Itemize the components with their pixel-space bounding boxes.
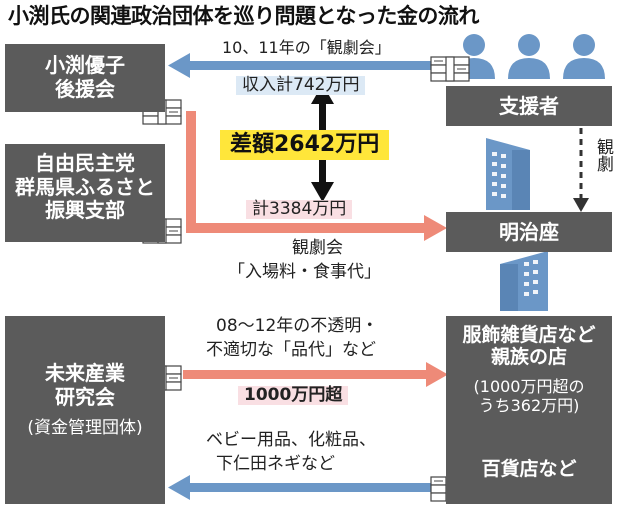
box-label: 明治座 bbox=[499, 220, 559, 244]
box-note: (資金管理団体) bbox=[27, 418, 143, 438]
building-icon bbox=[500, 251, 548, 311]
box-label-line: 研究会 bbox=[55, 384, 115, 409]
label-theater-event: 観劇会 bbox=[292, 238, 343, 258]
arrow-mirai-to-stores bbox=[183, 362, 448, 387]
box-mirai-research: 未来産業 研究会 (資金管理団体) bbox=[5, 316, 165, 504]
label-goods-line1: ベビー用品、化粧品、 bbox=[206, 430, 376, 450]
box-label-line: 自由民主党 bbox=[35, 151, 135, 175]
box-stores: 服飾雑貨店など 親族の店 (1000万円超の うち362万円) 百貨店など bbox=[446, 316, 612, 504]
box-ldp-gunma-branch: 自由民主党 群馬県ふるさと 振興支部 bbox=[5, 144, 165, 242]
label-total: 計3384万円 bbox=[246, 200, 353, 219]
box-label: 百貨店など bbox=[481, 458, 577, 480]
box-note-line: うち362万円) bbox=[478, 395, 580, 415]
box-label-line: 服飾雑貨店など bbox=[462, 324, 596, 346]
box-supporters: 支援者 bbox=[446, 86, 612, 126]
box-label-line: 小渕優子 bbox=[45, 53, 125, 77]
money-bundle-icon bbox=[430, 56, 470, 82]
label-fees: 「入場料・食事代」 bbox=[228, 262, 381, 282]
label-opaque-line1: 08～12年の不透明・ bbox=[216, 316, 379, 336]
label-over-amount: 1000万円超 bbox=[238, 386, 349, 405]
person-icon bbox=[453, 34, 605, 79]
diagram-title: 小渕氏の関連政治団体を巡り問題となった金の流れ bbox=[8, 4, 479, 28]
dashed-arrow-icon bbox=[573, 128, 589, 212]
box-label-line: 親族の店 bbox=[490, 346, 567, 369]
box-label: 支援者 bbox=[499, 94, 559, 118]
box-note-line: (1000万円超の bbox=[473, 377, 585, 396]
building-icon bbox=[486, 138, 530, 210]
box-label-line: 後援会 bbox=[55, 76, 115, 101]
label-opaque-line2: 不適切な「品代」など bbox=[206, 340, 376, 360]
box-label-line: 振興支部 bbox=[45, 198, 125, 223]
box-meijiza: 明治座 bbox=[446, 212, 612, 252]
box-label-line: 未来産業 bbox=[45, 361, 125, 385]
label-income: 収入計742万円 bbox=[236, 76, 366, 95]
box-label-line: 群馬県ふるさと bbox=[15, 174, 155, 199]
label-tickets-year: 10、11年の「観劇会」 bbox=[222, 38, 391, 57]
arrow-dept-to-mirai bbox=[168, 475, 445, 500]
arrow-supporters-to-obuchi bbox=[168, 53, 445, 78]
box-obuchi-supporters-assoc: 小渕優子 後援会 bbox=[5, 44, 165, 112]
label-goods-line2: 下仁田ネギなど bbox=[216, 454, 335, 474]
label-kangeki: 観劇 bbox=[593, 138, 613, 172]
arrow-obuchi-to-meijiza bbox=[186, 111, 447, 241]
label-difference: 差額2642万円 bbox=[220, 130, 390, 160]
